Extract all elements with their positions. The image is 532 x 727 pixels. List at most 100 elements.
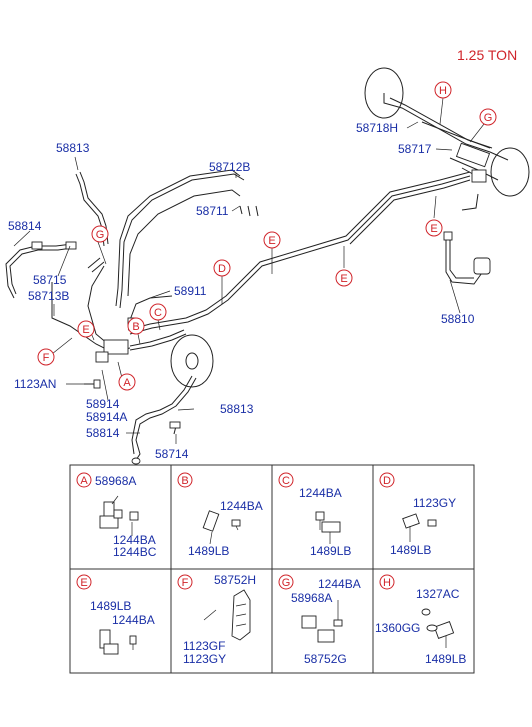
label-58814-upper: 58814	[8, 219, 42, 233]
detail-c-label-2: 1489LB	[310, 544, 351, 558]
callout-c: C	[149, 303, 167, 321]
proportioning-valve	[471, 169, 487, 183]
front-line-ends	[239, 205, 259, 217]
rear-hose-line	[461, 193, 479, 211]
left-hose-58814-b	[9, 247, 73, 295]
diagram-title: 1.25 TON	[457, 47, 517, 63]
detail-e-label-2: 1244BA	[112, 613, 155, 627]
detail-g-clip	[301, 600, 343, 643]
callout-g-rear: G	[479, 108, 497, 126]
main-brake-line-3	[349, 179, 471, 245]
label-58914a: 58914A	[86, 410, 127, 424]
detail-panel-e: E 1489LB 1244BA	[69, 568, 172, 674]
svg-text:D: D	[218, 263, 226, 275]
label-1123an: 1123AN	[14, 377, 56, 391]
label-58914: 58914	[86, 397, 120, 411]
front-right-pipe-b	[129, 333, 187, 351]
pipe-58911	[129, 295, 173, 321]
svg-text:G: G	[96, 229, 105, 241]
detail-a-label-2: 1244BA	[113, 533, 156, 547]
detail-e-label-1: 1489LB	[90, 599, 131, 613]
front-line-58711-1	[127, 189, 241, 297]
detail-panel-g: G 1244BA 58968A 58752G	[271, 568, 374, 674]
front-line-58712b-1	[115, 169, 241, 307]
load-sensing-valve	[455, 142, 491, 168]
detail-g-label-1: 1244BA	[318, 577, 361, 591]
junction-block-b	[95, 351, 109, 363]
detail-d-clip	[402, 513, 437, 542]
front-right-hose-58813-b	[131, 375, 193, 455]
front-right-hose-end	[131, 457, 141, 465]
callout-f: F	[37, 348, 55, 366]
left-hose-clip-2	[65, 241, 77, 250]
detail-h-label-1: 1327AC	[416, 587, 460, 601]
callout-a: A	[118, 373, 136, 391]
detail-panel-c: C 1244BA 1489LB	[271, 464, 374, 570]
callout-b: B	[127, 317, 145, 335]
svg-text:C: C	[154, 307, 162, 319]
rear-hose-union	[443, 231, 453, 241]
rear-hose-fitting	[473, 257, 491, 275]
callout-h: H	[434, 81, 452, 99]
detail-b-letter: B	[181, 475, 188, 487]
svg-text:F: F	[43, 352, 50, 364]
detail-panel-a: A 58968A 1244BA 1244BC	[69, 464, 172, 570]
label-58715: 58715	[33, 273, 67, 287]
detail-a-clip	[99, 495, 139, 536]
detail-a-letter: A	[80, 475, 88, 487]
label-58714: 58714	[155, 447, 189, 461]
detail-d-label-2: 1489LB	[390, 543, 431, 557]
callout-d: D	[213, 259, 231, 277]
detail-f-label-2: 1123GF	[183, 639, 225, 653]
detail-panel-b: B 1244BA 1489LB	[170, 464, 273, 570]
left-hose-clip-1	[31, 241, 43, 250]
rear-left-brake-disc	[364, 67, 404, 119]
detail-d-label-1: 1123GY	[413, 496, 456, 510]
label-58711: 58711	[196, 204, 229, 218]
rear-hose-58810	[445, 238, 485, 285]
detail-a-label-1: 58968A	[95, 474, 136, 488]
detail-c-letter: C	[282, 475, 290, 487]
front-right-hose-58813	[135, 377, 197, 461]
rear-axle-line-left	[383, 93, 509, 161]
detail-g-letter: G	[282, 577, 291, 589]
detail-d-letter: D	[383, 475, 391, 487]
svg-text:B: B	[132, 321, 139, 333]
left-front-pipe-2	[87, 265, 109, 345]
detail-panel-h: H 1327AC 1360GG 1489LB	[372, 568, 475, 674]
detail-e-letter: E	[80, 577, 87, 589]
rear-axle-line-left-2	[389, 97, 493, 149]
detail-b-label-2: 1489LB	[188, 544, 229, 558]
junction-block	[103, 339, 129, 355]
label-58712b: 58712B	[209, 160, 250, 174]
detail-e-clip	[99, 629, 137, 655]
label-58810: 58810	[441, 312, 475, 326]
left-front-pipe-3	[87, 257, 105, 273]
main-callouts: H G G E E E E D	[37, 81, 497, 391]
detail-grid: A 58968A 1244BA 1244BC B 1244BA 1489LB	[69, 464, 475, 674]
callout-g-front: G	[91, 225, 109, 243]
label-58713b: 58713B	[28, 289, 69, 303]
detail-panel-d: D 1123GY 1489LB	[372, 464, 475, 570]
svg-text:G: G	[484, 112, 493, 124]
svg-text:E: E	[340, 273, 347, 285]
label-58717: 58717	[398, 142, 432, 156]
detail-g-label-3: 58752G	[304, 652, 347, 666]
detail-a-label-3: 1244BC	[113, 545, 157, 559]
svg-text:A: A	[123, 377, 131, 389]
front-right-clip	[169, 421, 181, 429]
detail-f-bracket	[203, 589, 251, 641]
svg-text:E: E	[268, 235, 275, 247]
rear-axle-line-3	[421, 121, 491, 149]
callout-e-mid-1: E	[335, 269, 353, 287]
detail-h-letter: H	[383, 577, 391, 589]
label-58718h: 58718H	[356, 121, 398, 135]
detail-b-label-1: 1244BA	[220, 499, 263, 513]
rear-right-brake-disc	[490, 147, 530, 197]
svg-text:H: H	[439, 85, 447, 97]
detail-c-label-1: 1244BA	[299, 486, 342, 500]
bolt-1123an-head	[93, 379, 101, 389]
main-part-labels: 58718H 58717 58712B 58711 58813 58814 58…	[8, 121, 475, 461]
label-58911: 58911	[174, 284, 207, 298]
